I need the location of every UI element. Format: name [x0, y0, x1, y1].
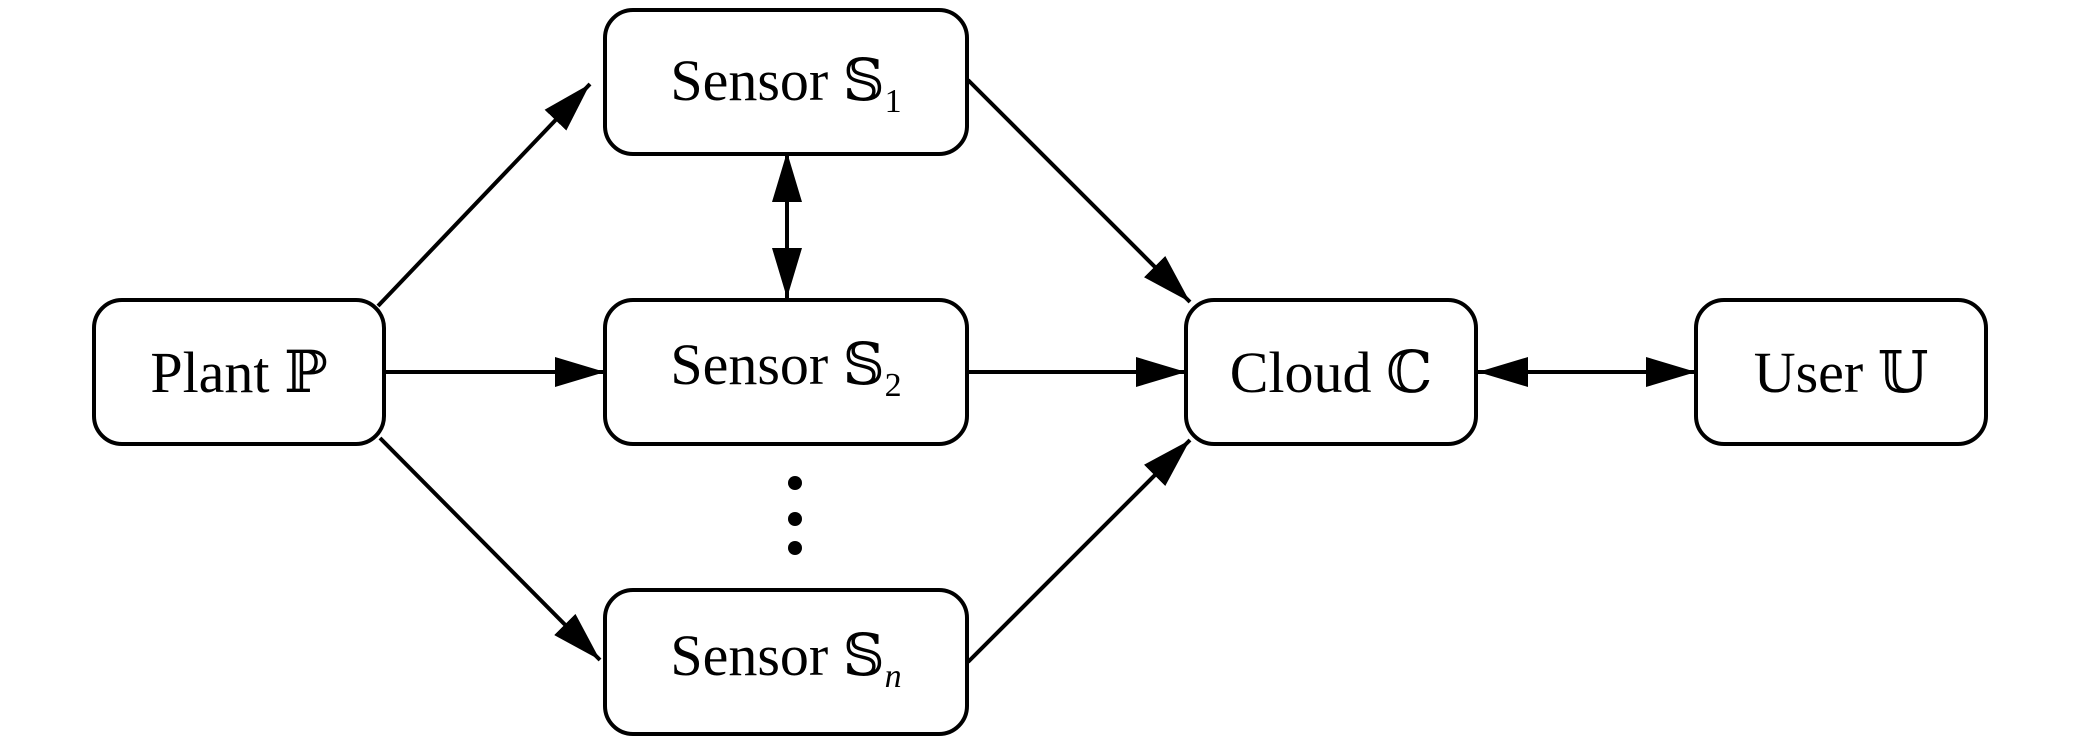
node-sensor2-label: Sensor 𝕊2 [670, 332, 901, 404]
node-cloud-box [1184, 298, 1478, 446]
node-sensor1: Sensor 𝕊1 [603, 8, 969, 156]
ellipsis-dots [788, 476, 802, 555]
node-sensorn: Sensor 𝕊n [603, 588, 969, 736]
ellipsis-dot [788, 541, 802, 555]
node-sensor2-box [603, 298, 969, 446]
node-sensorn-label: Sensor 𝕊n [670, 623, 901, 695]
node-sensor1-label: Sensor 𝕊1 [670, 48, 901, 120]
node-plant-box [92, 298, 386, 446]
node-user: User 𝕌 [1694, 298, 1988, 446]
node-sensor1-box [603, 8, 969, 156]
edge-plant-to-sensorn [378, 436, 602, 662]
edge-plant-to-sensor1 [376, 82, 592, 308]
ellipsis-dot [788, 476, 802, 490]
node-user-label: User 𝕌 [1754, 340, 1929, 405]
node-user-box [1694, 298, 1988, 446]
edge-sensorn-to-cloud [966, 438, 1192, 664]
node-sensorn-box [603, 588, 969, 736]
node-cloud-label: Cloud ℂ [1230, 340, 1432, 405]
node-sensor2: Sensor 𝕊2 [603, 298, 969, 446]
ellipsis-dot [788, 512, 802, 526]
node-plant-label: Plant ℙ [150, 340, 327, 405]
node-cloud: Cloud ℂ [1184, 298, 1478, 446]
edges [376, 78, 1696, 664]
node-plant: Plant ℙ [92, 298, 386, 446]
edge-sensor1-to-cloud [966, 78, 1192, 304]
